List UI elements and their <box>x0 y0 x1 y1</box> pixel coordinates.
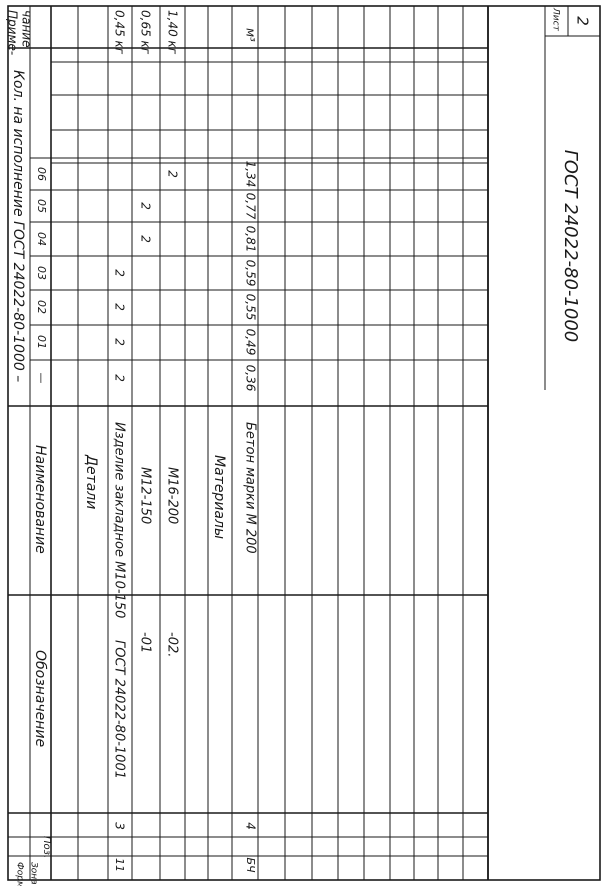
header-designation: Обозначение <box>32 650 48 747</box>
variant-header-0: — <box>35 373 48 384</box>
variant-header-6: 06 <box>35 167 48 181</box>
row-qty-cell: 0,81 <box>244 226 258 253</box>
row-qty-cell: 0,36 <box>244 365 258 392</box>
row-designation: -02. <box>165 632 180 657</box>
row-pos: 3 <box>113 822 127 830</box>
row-name: М12-150 <box>138 467 153 524</box>
variant-header-4: 04 <box>35 232 48 246</box>
row-qty-cell: 2 <box>113 338 127 346</box>
row-qty-cell: 0,59 <box>244 260 258 287</box>
header-format: Формат <box>15 862 25 886</box>
row-designation: -01 <box>138 632 153 653</box>
row-qty-cell: 2 <box>139 202 153 210</box>
row-name: М16-200 <box>165 467 180 524</box>
row-name: Изделие закладное М10-150 <box>112 422 127 618</box>
row-qty-cell: 2 <box>113 374 127 382</box>
row-note: 1,40 кг <box>166 10 180 55</box>
row-qty-cell: 0,49 <box>244 329 258 356</box>
row-qty-cell: 2 <box>166 170 180 178</box>
header-zone: Зона <box>29 862 39 885</box>
row-format: БЧ <box>244 857 257 873</box>
row-qty-cell: 2 <box>113 269 127 277</box>
row-note: 0,65 кг <box>139 10 153 55</box>
variant-header-3: 03 <box>35 266 48 280</box>
section-details: Детали <box>83 454 99 509</box>
stamp-sheet-label: Лист <box>551 7 561 32</box>
row-note: 0,45 кг <box>113 10 127 55</box>
row-name: Бетон марки М 200 <box>243 422 258 554</box>
header-note-line2: чание <box>20 10 34 47</box>
section-materials: Материалы <box>211 455 227 539</box>
variant-header-1: 01 <box>35 335 48 349</box>
sheet-border <box>7 5 601 881</box>
header-note-line1: Приме- <box>6 10 20 55</box>
stamp-doc-code: ГОСТ 24022-80-1000 <box>560 150 581 342</box>
row-format: 11 <box>113 858 126 872</box>
header-qty: Кол. на исполнение ГОСТ 24022-80-1000 – <box>10 70 26 382</box>
row-qty-cell: 1,34 <box>244 161 258 188</box>
row-note: м³ <box>244 28 258 42</box>
variant-header-2: 02 <box>35 300 48 314</box>
row-qty-cell: 0,55 <box>244 294 258 321</box>
header-name: Наименование <box>32 445 48 554</box>
table-grid <box>7 5 601 881</box>
row-qty-cell: 2 <box>139 235 153 243</box>
row-designation: ГОСТ 24022-80-1001 <box>112 640 127 779</box>
row-qty-cell: 2 <box>113 303 127 311</box>
stamp-sheet-number: 2 <box>574 16 592 26</box>
row-pos: 4 <box>244 822 258 830</box>
header-pos: Поз. <box>41 836 52 858</box>
row-qty-cell: 0,77 <box>244 193 258 220</box>
variant-header-5: 05 <box>35 199 48 213</box>
